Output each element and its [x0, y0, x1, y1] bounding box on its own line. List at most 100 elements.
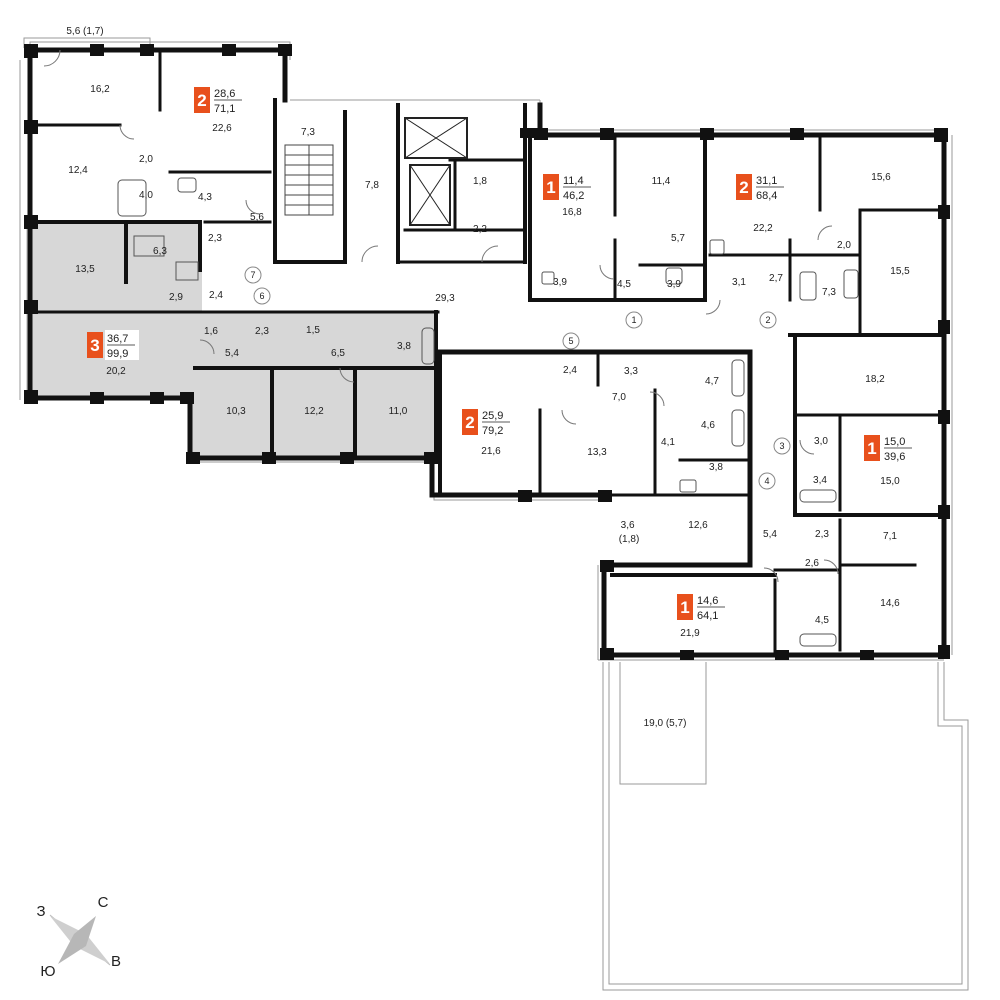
apartment-badge: 1 11,4 46,2	[543, 172, 595, 202]
door-swings	[43, 49, 839, 583]
rooms-count: 2	[739, 178, 748, 197]
apartment-badge: 1 14,6 64,1	[677, 592, 729, 622]
rooms-count-badge	[87, 332, 103, 358]
entrance-label: 5	[568, 336, 573, 346]
rooms-count: 2	[465, 413, 474, 432]
rooms-count-badge	[543, 174, 559, 200]
living-area: 15,0	[884, 436, 905, 448]
rooms-count: 3	[90, 336, 99, 355]
rooms-count: 1	[680, 598, 689, 617]
rooms-count-badge	[462, 409, 478, 435]
living-area: 36,7	[107, 333, 128, 345]
room-area: 4,3	[198, 192, 212, 203]
room-area: 2,3	[208, 233, 222, 244]
room-area: 1,5	[306, 325, 320, 336]
apartment-badge: 2 31,1 68,4	[736, 172, 788, 202]
room-area: 4,5	[617, 279, 631, 290]
entrance-markers	[244, 266, 791, 490]
total-area: 68,4	[756, 190, 777, 202]
room-area: 3,9	[553, 277, 567, 288]
compass-north: С	[98, 894, 109, 911]
room-area: 11,0	[389, 406, 408, 417]
room-area: 2,0	[837, 240, 851, 251]
room-area: 29,3	[435, 293, 455, 304]
room-area: 16,8	[562, 207, 582, 218]
apartment-badge: 3 36,7 99,9	[87, 330, 139, 360]
room-area: 18,2	[865, 374, 885, 385]
room-area: 7,1	[883, 531, 897, 542]
room-area: 22,2	[753, 223, 773, 234]
room-area: 10,3	[226, 406, 246, 417]
room-area: 22,6	[212, 123, 232, 134]
room-area: 15,0	[880, 476, 900, 487]
total-area: 46,2	[563, 190, 584, 202]
room-area: 6,3	[153, 246, 167, 257]
room-area: 15,5	[890, 266, 910, 277]
entrance-label: 1	[631, 315, 636, 325]
lift-shafts	[404, 117, 468, 226]
room-area: 3,3	[624, 366, 638, 377]
room-area: 2,4	[209, 290, 223, 301]
room-area: 21,6	[481, 446, 501, 457]
living-area: 14,6	[697, 595, 718, 607]
room-area: 12,6	[688, 520, 708, 531]
room-area: 3,9	[667, 279, 681, 290]
room-area: 2,9	[169, 292, 183, 303]
living-area: 31,1	[756, 175, 777, 187]
room-area: 12,4	[68, 165, 88, 176]
compass-rose-icon	[58, 916, 96, 964]
room-area: 4,6	[701, 420, 715, 431]
room-area: 6,5	[331, 348, 345, 359]
total-area: 39,6	[884, 451, 905, 463]
room-area: 3,8	[709, 462, 723, 473]
room-area: 15,6	[871, 172, 891, 183]
total-area: 71,1	[214, 103, 235, 115]
room-area: 7,3	[822, 287, 836, 298]
room-area: 5,4	[225, 348, 239, 359]
room-area: 20,2	[106, 366, 126, 377]
total-area: 64,1	[697, 610, 718, 622]
living-area: 28,6	[214, 88, 235, 100]
living-area: 11,4	[563, 175, 584, 187]
total-area: 99,9	[107, 348, 128, 360]
apartment-badge: 2 28,6 71,1	[194, 85, 246, 115]
room-area: 19,0 (5,7)	[644, 718, 687, 729]
compass-west: З	[36, 903, 45, 920]
rooms-count-badge	[736, 174, 752, 200]
total-area: 79,2	[482, 425, 503, 437]
living-area: 25,9	[482, 410, 503, 422]
room-area: 4,1	[661, 437, 675, 448]
entrance-label: 4	[764, 476, 769, 486]
room-area: 5,6	[250, 212, 264, 223]
room-area: 2,3	[255, 326, 269, 337]
room-labels: 5,6 (1,7) 16,2 22,6 12,4 2,0 4,0 4,3 5,6…	[66, 26, 910, 729]
room-area: 13,3	[587, 447, 607, 458]
room-area: 5,6 (1,7)	[66, 26, 103, 37]
apartment-badge: 2 25,9 79,2	[462, 407, 514, 437]
room-area: 2,4	[563, 365, 577, 376]
room-area: 21,9	[680, 628, 700, 639]
rooms-count: 1	[546, 178, 555, 197]
compass-south: Ю	[40, 963, 55, 980]
room-area: 2,3	[815, 529, 829, 540]
entrance-label: 2	[765, 315, 770, 325]
room-area: 3,4	[813, 475, 827, 486]
room-area: 3,0	[814, 436, 828, 447]
rooms-count-badge	[864, 435, 880, 461]
balcony-area-reduced: (1,8)	[619, 534, 640, 545]
room-area: 2,7	[769, 273, 783, 284]
sanitary-fixtures	[117, 177, 859, 647]
room-area: 4,5	[815, 615, 829, 626]
entrance-label: 3	[779, 441, 784, 451]
entrance-label: 7	[250, 270, 255, 280]
room-area: 1,8	[473, 176, 487, 187]
terrace-outline	[602, 662, 969, 991]
rooms-count: 2	[197, 91, 206, 110]
compass: З С Ю В	[36, 894, 121, 980]
room-area: 16,2	[90, 84, 110, 95]
room-area: 12,2	[304, 406, 324, 417]
room-area: 11,4	[652, 176, 671, 187]
room-area: 2,6	[805, 558, 819, 569]
